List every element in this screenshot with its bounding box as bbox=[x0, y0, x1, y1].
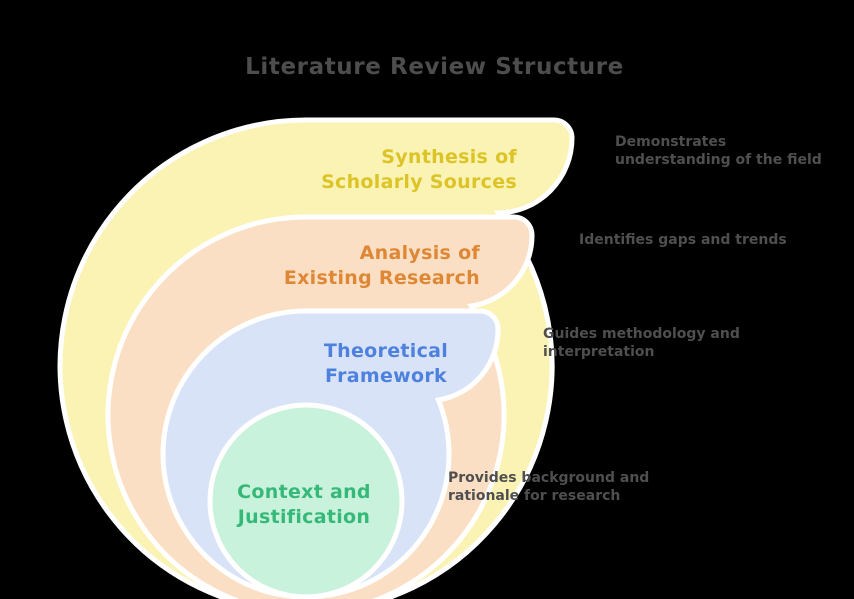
annotation-synthesis: Demonstrates understanding of the field bbox=[615, 133, 822, 169]
layer-label-synthesis: Synthesis of Scholarly Sources bbox=[321, 145, 517, 195]
layer-label-context: Context and Justification bbox=[154, 480, 454, 530]
layer-label-line: Existing Research bbox=[283, 267, 480, 289]
layer-label-line: Scholarly Sources bbox=[321, 171, 517, 193]
layer-label-line: Analysis of bbox=[359, 242, 480, 264]
annotation-line: understanding of the field bbox=[615, 152, 822, 168]
annotation-line: interpretation bbox=[543, 344, 655, 360]
annotation-line: Guides methodology and bbox=[543, 326, 740, 342]
layer-shape-context bbox=[207, 402, 405, 599]
layer-label-analysis: Analysis of Existing Research bbox=[284, 241, 480, 291]
layer-label-line: Synthesis of bbox=[381, 146, 517, 168]
annotation-line: Identifies gaps and trends bbox=[579, 232, 787, 248]
layer-label-line: Framework bbox=[325, 365, 447, 387]
annotation-analysis: Identifies gaps and trends bbox=[579, 231, 787, 249]
annotation-context: Provides background and rationale for re… bbox=[448, 469, 649, 505]
annotation-line: Demonstrates bbox=[615, 134, 727, 150]
annotation-line: rationale for research bbox=[448, 488, 621, 504]
layer-label-line: Context and bbox=[237, 481, 371, 503]
annotation-theoretical: Guides methodology and interpretation bbox=[543, 325, 740, 361]
diagram-title: Literature Review Structure bbox=[245, 54, 624, 80]
layer-label-theoretical: Theoretical Framework bbox=[236, 339, 536, 389]
annotation-line: Provides background and bbox=[448, 470, 650, 486]
layer-label-line: Justification bbox=[237, 506, 371, 528]
layer-label-line: Theoretical bbox=[323, 340, 449, 362]
